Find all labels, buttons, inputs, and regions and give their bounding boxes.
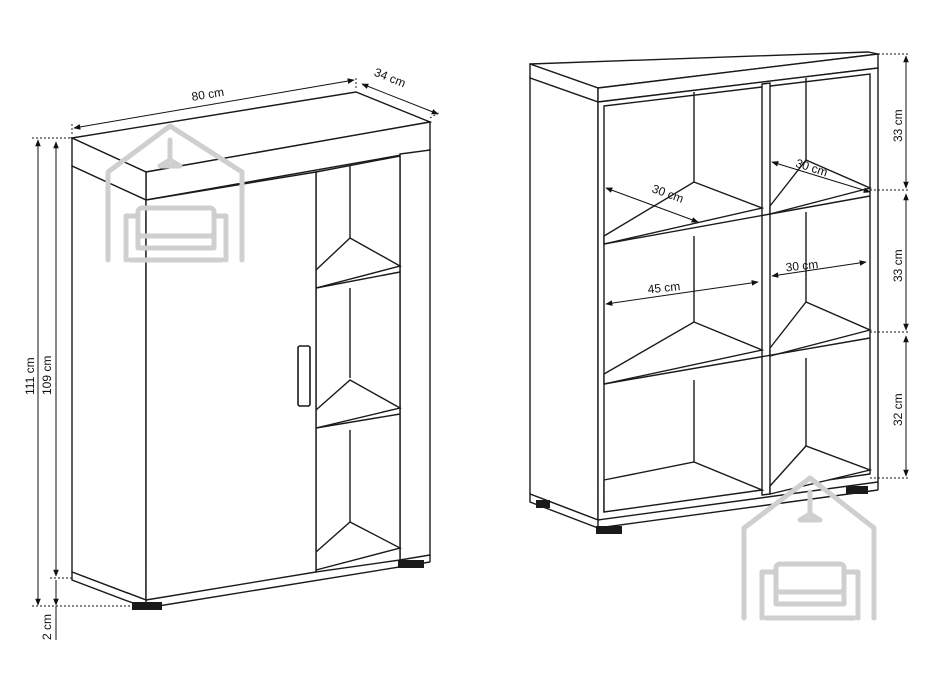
body-height-label: 109 cm — [40, 356, 54, 395]
right-bookcase — [529, 51, 879, 534]
right-width-label: 30 cm — [785, 257, 819, 274]
top-row-height-label: 33 cm — [891, 109, 905, 142]
leg-height-label: 2 cm — [40, 614, 54, 640]
leg — [596, 526, 622, 534]
house-sofa-icon — [741, 475, 877, 621]
door-handle — [297, 345, 311, 407]
house-sofa-icon — [105, 123, 245, 263]
leg — [536, 500, 550, 508]
middle-row-height-label: 33 cm — [891, 249, 905, 282]
leg — [398, 560, 424, 568]
width-label: 80 cm — [191, 85, 225, 104]
cabinet-door — [145, 171, 317, 601]
left-cabinet — [69, 91, 433, 610]
total-height-label: 111 cm — [23, 357, 37, 395]
left-width-label: 45 cm — [647, 279, 681, 296]
leg — [132, 602, 162, 610]
depth-label: 34 cm — [372, 65, 408, 90]
leg — [846, 486, 868, 494]
bottom-row-height-label: 32 cm — [891, 393, 905, 426]
left-dimensions: 80 cm 34 cm 111 cm 109 cm 2 cm — [23, 65, 441, 640]
